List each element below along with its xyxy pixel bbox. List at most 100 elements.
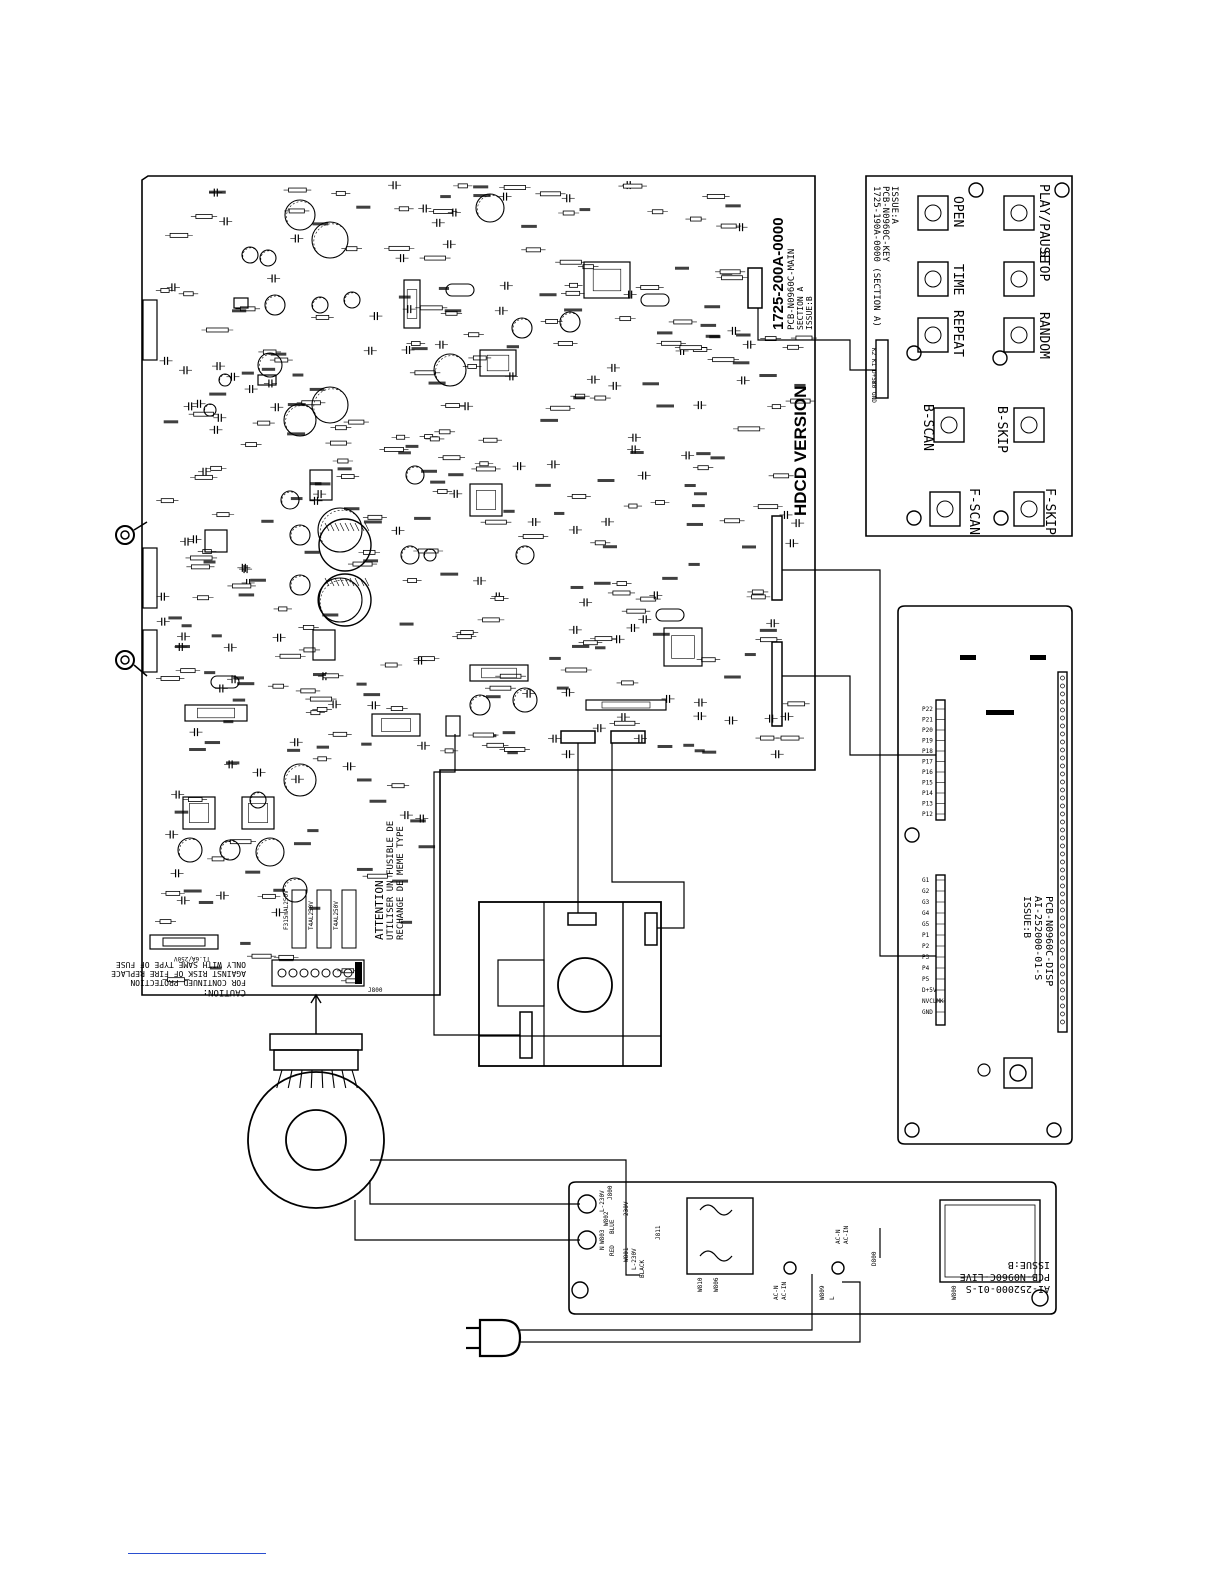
part-label bbox=[656, 331, 673, 335]
toroidal-transformer bbox=[247, 1033, 385, 1209]
resistor bbox=[328, 731, 352, 737]
capacitor bbox=[693, 712, 707, 721]
live-mount-hole bbox=[571, 1281, 589, 1299]
part-label bbox=[211, 634, 222, 638]
vfd-pin bbox=[1060, 795, 1065, 801]
live-part-label: W803 bbox=[599, 1229, 606, 1244]
capacitor bbox=[388, 181, 402, 190]
f-scan-button[interactable]: F-SCAN bbox=[929, 488, 981, 535]
b-skip-button[interactable]: B-SKIP bbox=[994, 406, 1045, 453]
resistor bbox=[490, 596, 509, 601]
part-label bbox=[287, 432, 306, 436]
part-label bbox=[732, 361, 750, 365]
resistor bbox=[211, 512, 235, 518]
b-scan-button[interactable]: B-SCAN bbox=[920, 404, 965, 451]
capacitor bbox=[165, 830, 179, 839]
resistor bbox=[332, 458, 354, 464]
display-pin-label: NVCLMK bbox=[922, 998, 944, 1005]
capacitor bbox=[402, 305, 416, 314]
electrolytic-capacitor bbox=[512, 687, 538, 713]
ac-n-terminal bbox=[783, 1261, 797, 1275]
vfd-pin bbox=[1060, 707, 1065, 713]
ir-lens bbox=[1009, 1064, 1027, 1082]
digital-out-jack bbox=[142, 547, 158, 609]
part-label bbox=[440, 572, 459, 576]
resistor bbox=[590, 540, 611, 546]
electrolytic-capacitor bbox=[423, 548, 437, 562]
electrolytic-capacitor bbox=[219, 839, 241, 861]
resistor bbox=[716, 275, 748, 281]
resistor bbox=[298, 625, 319, 630]
part-label bbox=[556, 686, 569, 690]
loader-connector-b bbox=[644, 912, 658, 946]
resistor bbox=[343, 419, 369, 425]
random-button[interactable]: RANDOM bbox=[1003, 312, 1051, 359]
vfd-pin bbox=[1060, 843, 1065, 849]
part-label bbox=[694, 749, 705, 753]
resistor bbox=[521, 247, 546, 253]
part-label bbox=[540, 418, 559, 422]
display-pin-label: P13 bbox=[922, 801, 933, 808]
part-label bbox=[704, 305, 721, 309]
capacitor bbox=[568, 625, 582, 634]
resistor bbox=[305, 696, 337, 702]
display-pin-label: P1 bbox=[922, 932, 930, 939]
vfd-pin bbox=[1060, 923, 1065, 929]
resistor bbox=[190, 474, 218, 480]
electrolytic-capacitor bbox=[400, 545, 420, 565]
display-pin-label: P15 bbox=[922, 780, 933, 787]
part-label bbox=[564, 308, 583, 312]
part-label bbox=[684, 484, 696, 488]
primary-wire-2 bbox=[369, 1180, 580, 1205]
resistor bbox=[330, 425, 352, 431]
resistor bbox=[495, 673, 526, 679]
time-label: TIME bbox=[950, 264, 965, 295]
power-switch-w802[interactable] bbox=[939, 1199, 1041, 1283]
open-button[interactable]: OPEN bbox=[917, 195, 965, 231]
part-label bbox=[203, 560, 216, 564]
main-connector-w605 bbox=[747, 267, 763, 309]
resistor bbox=[312, 707, 332, 712]
vfd-pin bbox=[1060, 771, 1065, 777]
part-label bbox=[794, 383, 806, 387]
part-label bbox=[554, 511, 565, 515]
ground-lug-2 bbox=[115, 650, 148, 677]
stop-button[interactable]: STOP bbox=[1003, 250, 1051, 297]
f-skip-button[interactable]: F-SKIP bbox=[1013, 488, 1057, 535]
main-connector-w603 bbox=[610, 730, 646, 744]
part-label bbox=[310, 482, 322, 486]
vfd-pin bbox=[1060, 803, 1065, 809]
display-pin-label: P3 bbox=[922, 954, 930, 961]
part-label bbox=[337, 467, 352, 471]
resistor bbox=[768, 473, 794, 479]
part-label bbox=[261, 519, 274, 523]
part-label bbox=[506, 345, 520, 349]
capacitor bbox=[192, 399, 206, 408]
display-pin-label: G2 bbox=[922, 888, 930, 895]
play-pause-label: PLAY/PAUSE bbox=[1036, 184, 1051, 262]
part-label bbox=[183, 889, 202, 893]
play-pause-button[interactable]: PLAY/PAUSE bbox=[1003, 184, 1051, 262]
time-button[interactable]: TIME bbox=[917, 261, 965, 297]
resistor bbox=[298, 647, 321, 653]
key-connector-pin: K2 bbox=[870, 348, 877, 356]
resistor bbox=[165, 232, 193, 238]
part-label bbox=[223, 720, 234, 724]
display-pin-label: D+5V bbox=[922, 987, 937, 994]
part-label bbox=[233, 676, 244, 680]
capacitor bbox=[431, 218, 445, 227]
capacitor bbox=[252, 768, 266, 777]
resistor bbox=[284, 208, 310, 214]
part-label bbox=[535, 483, 551, 487]
resistor bbox=[577, 264, 599, 270]
capacitor bbox=[188, 535, 202, 544]
resistor bbox=[402, 578, 422, 583]
part-label bbox=[314, 482, 331, 486]
vfd-pin bbox=[1060, 915, 1065, 921]
resistor bbox=[155, 919, 176, 925]
capacitor bbox=[183, 402, 197, 411]
resistor bbox=[325, 440, 352, 446]
repeat-button[interactable]: REPEAT bbox=[917, 310, 965, 357]
part-label bbox=[361, 742, 372, 746]
resistor bbox=[612, 581, 632, 586]
